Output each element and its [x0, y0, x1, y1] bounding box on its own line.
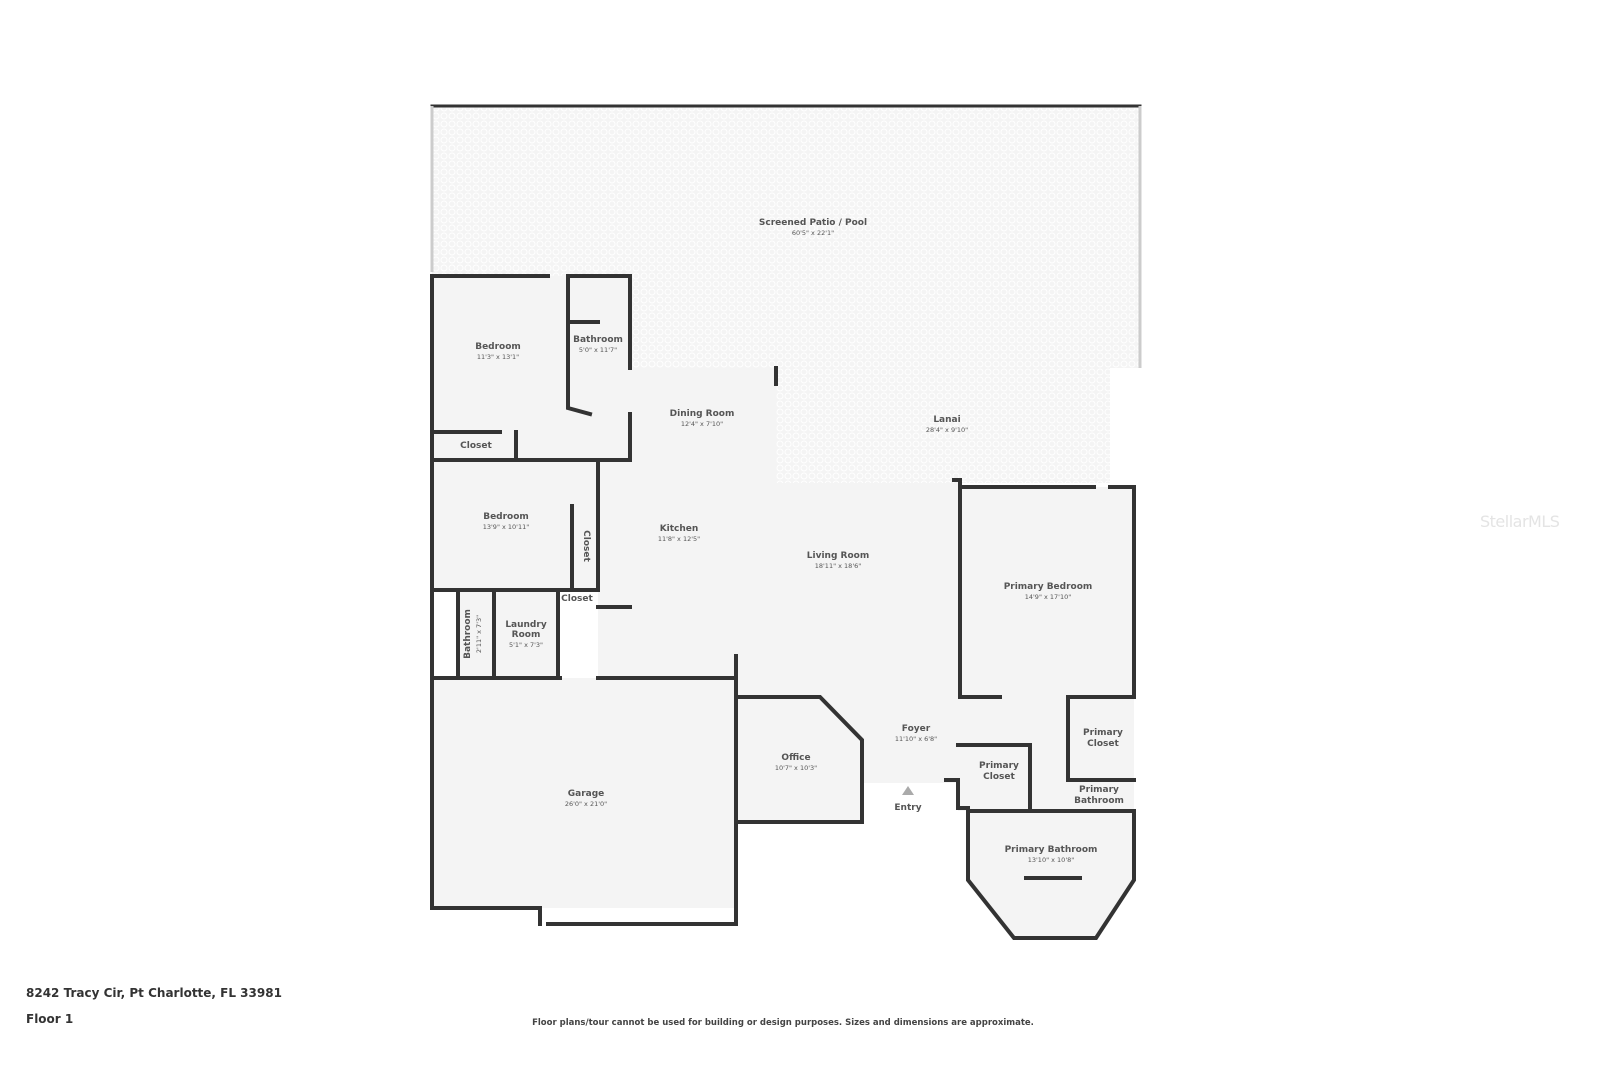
room-label: Office [781, 753, 810, 763]
room-label: Bathroom [1074, 796, 1124, 806]
room-label: Primary [1083, 728, 1123, 738]
room-label: Closet [983, 772, 1015, 782]
room-dims: 26'0" x 21'0" [565, 800, 607, 808]
walls [430, 274, 1136, 940]
room-label: Bathroom [463, 609, 473, 659]
room-label: Bedroom [475, 342, 521, 352]
room-dims: 5'0" x 11'7" [579, 346, 617, 354]
room-label: Closet [581, 530, 591, 562]
room-label: Garage [568, 789, 605, 799]
room-dims: 10'7" x 10'3" [775, 764, 817, 772]
room-dims: 11'3" x 13'1" [477, 353, 519, 361]
room-label: Living Room [807, 551, 869, 561]
room-label: Bedroom [483, 512, 529, 522]
room-label: Lanai [933, 415, 960, 425]
lanai-area [776, 368, 1110, 483]
floor-label: Floor 1 [26, 1012, 74, 1026]
room-label: Primary [1079, 785, 1119, 795]
entry-label: Entry [894, 803, 921, 813]
room-dims: 13'10" x 10'8" [1028, 856, 1074, 864]
watermark: StellarMLS [1480, 512, 1560, 531]
room-label: Closet [460, 441, 492, 451]
room-label: Primary [979, 761, 1019, 771]
room-dims: 14'9" x 17'10" [1025, 593, 1071, 601]
room-label: Kitchen [660, 524, 699, 534]
room-label: Dining Room [670, 409, 735, 419]
entry-arrow-icon [902, 786, 914, 795]
room-label: Closet [1087, 739, 1119, 749]
room-dims: 28'4" x 9'10" [926, 426, 968, 434]
room-label: Bathroom [573, 335, 623, 345]
room-dims: 13'9" x 10'11" [483, 523, 529, 531]
room-dims: 11'10" x 6'8" [895, 735, 937, 743]
room-label: Screened Patio / Pool [759, 218, 867, 228]
interior-floor [430, 276, 1136, 938]
room-dims: 2'11" x 7'3" [475, 615, 483, 653]
room-dims: 12'4" x 7'10" [681, 420, 723, 428]
room-label: Foyer [902, 724, 931, 734]
room-label: Primary Bedroom [1004, 582, 1093, 592]
room-dims: 18'11" x 18'6" [815, 562, 861, 570]
room-dims: 60'5" x 22'1" [792, 229, 834, 237]
property-address: 8242 Tracy Cir, Pt Charlotte, FL 33981 [26, 986, 282, 1000]
room-label: Room [512, 630, 541, 640]
disclaimer: Floor plans/tour cannot be used for buil… [532, 1018, 1034, 1028]
room-labels: Screened Patio / Pool 60'5" x 22'1" Bedr… [460, 218, 1124, 864]
room-label: Primary Bathroom [1005, 845, 1098, 855]
room-label: Laundry [505, 620, 547, 630]
room-dims: 5'1" x 7'3" [509, 641, 543, 649]
room-label: Closet [561, 594, 593, 604]
room-dims: 11'8" x 12'5" [658, 535, 700, 543]
